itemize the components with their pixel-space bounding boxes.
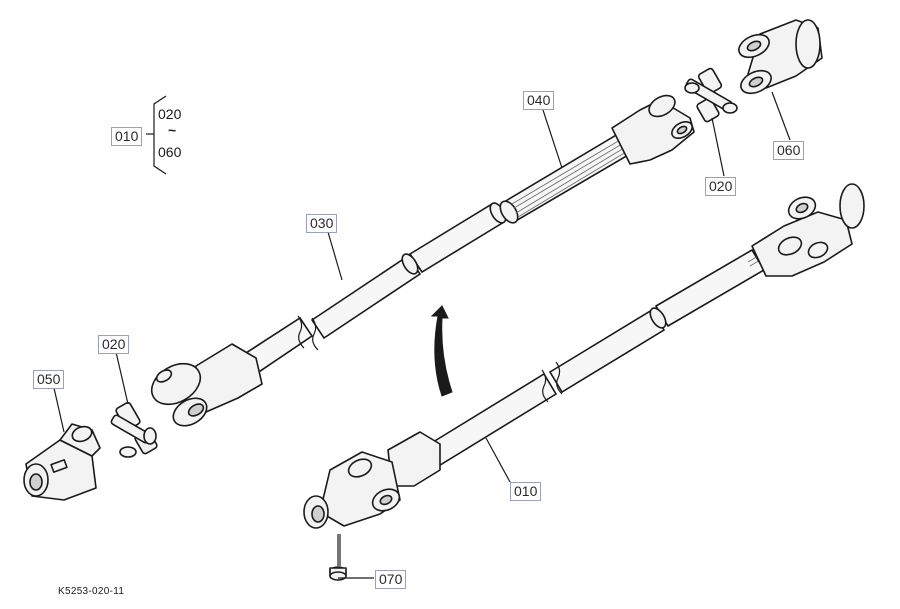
bolt-070 <box>329 534 347 581</box>
range-tilde: ~ <box>168 122 177 138</box>
callout-010-bottom: 010 <box>510 482 542 501</box>
yoke-on-040 <box>611 94 695 165</box>
lower-shaft-010 <box>418 247 775 472</box>
yoke-on-030 <box>150 343 263 427</box>
lower-shaft-upper-joint <box>751 183 865 277</box>
callout-030: 030 <box>306 214 338 233</box>
range-start-020: 020 <box>158 106 182 122</box>
cross-joint-020-left <box>110 401 158 458</box>
callout-060: 060 <box>773 141 805 160</box>
callout-020-left: 020 <box>98 335 130 354</box>
upper-shaft-tube-030 <box>230 202 507 384</box>
leader-lines <box>53 91 791 579</box>
clamp-yoke-050 <box>23 423 101 501</box>
assembly-direction-arrow <box>430 305 453 397</box>
range-end-060: 060 <box>158 144 182 160</box>
callout-070: 070 <box>375 570 407 589</box>
yoke-060 <box>738 19 823 95</box>
cross-joint-020-right <box>684 67 738 123</box>
lower-shaft-lower-joint <box>303 431 441 529</box>
callout-020-right: 020 <box>705 177 737 196</box>
drawing-reference-code: K5253-020-11 <box>58 586 125 597</box>
callout-040: 040 <box>523 91 555 110</box>
splined-shaft-040 <box>499 132 632 224</box>
callout-010-top: 010 <box>111 127 143 146</box>
callout-050: 050 <box>33 370 65 389</box>
